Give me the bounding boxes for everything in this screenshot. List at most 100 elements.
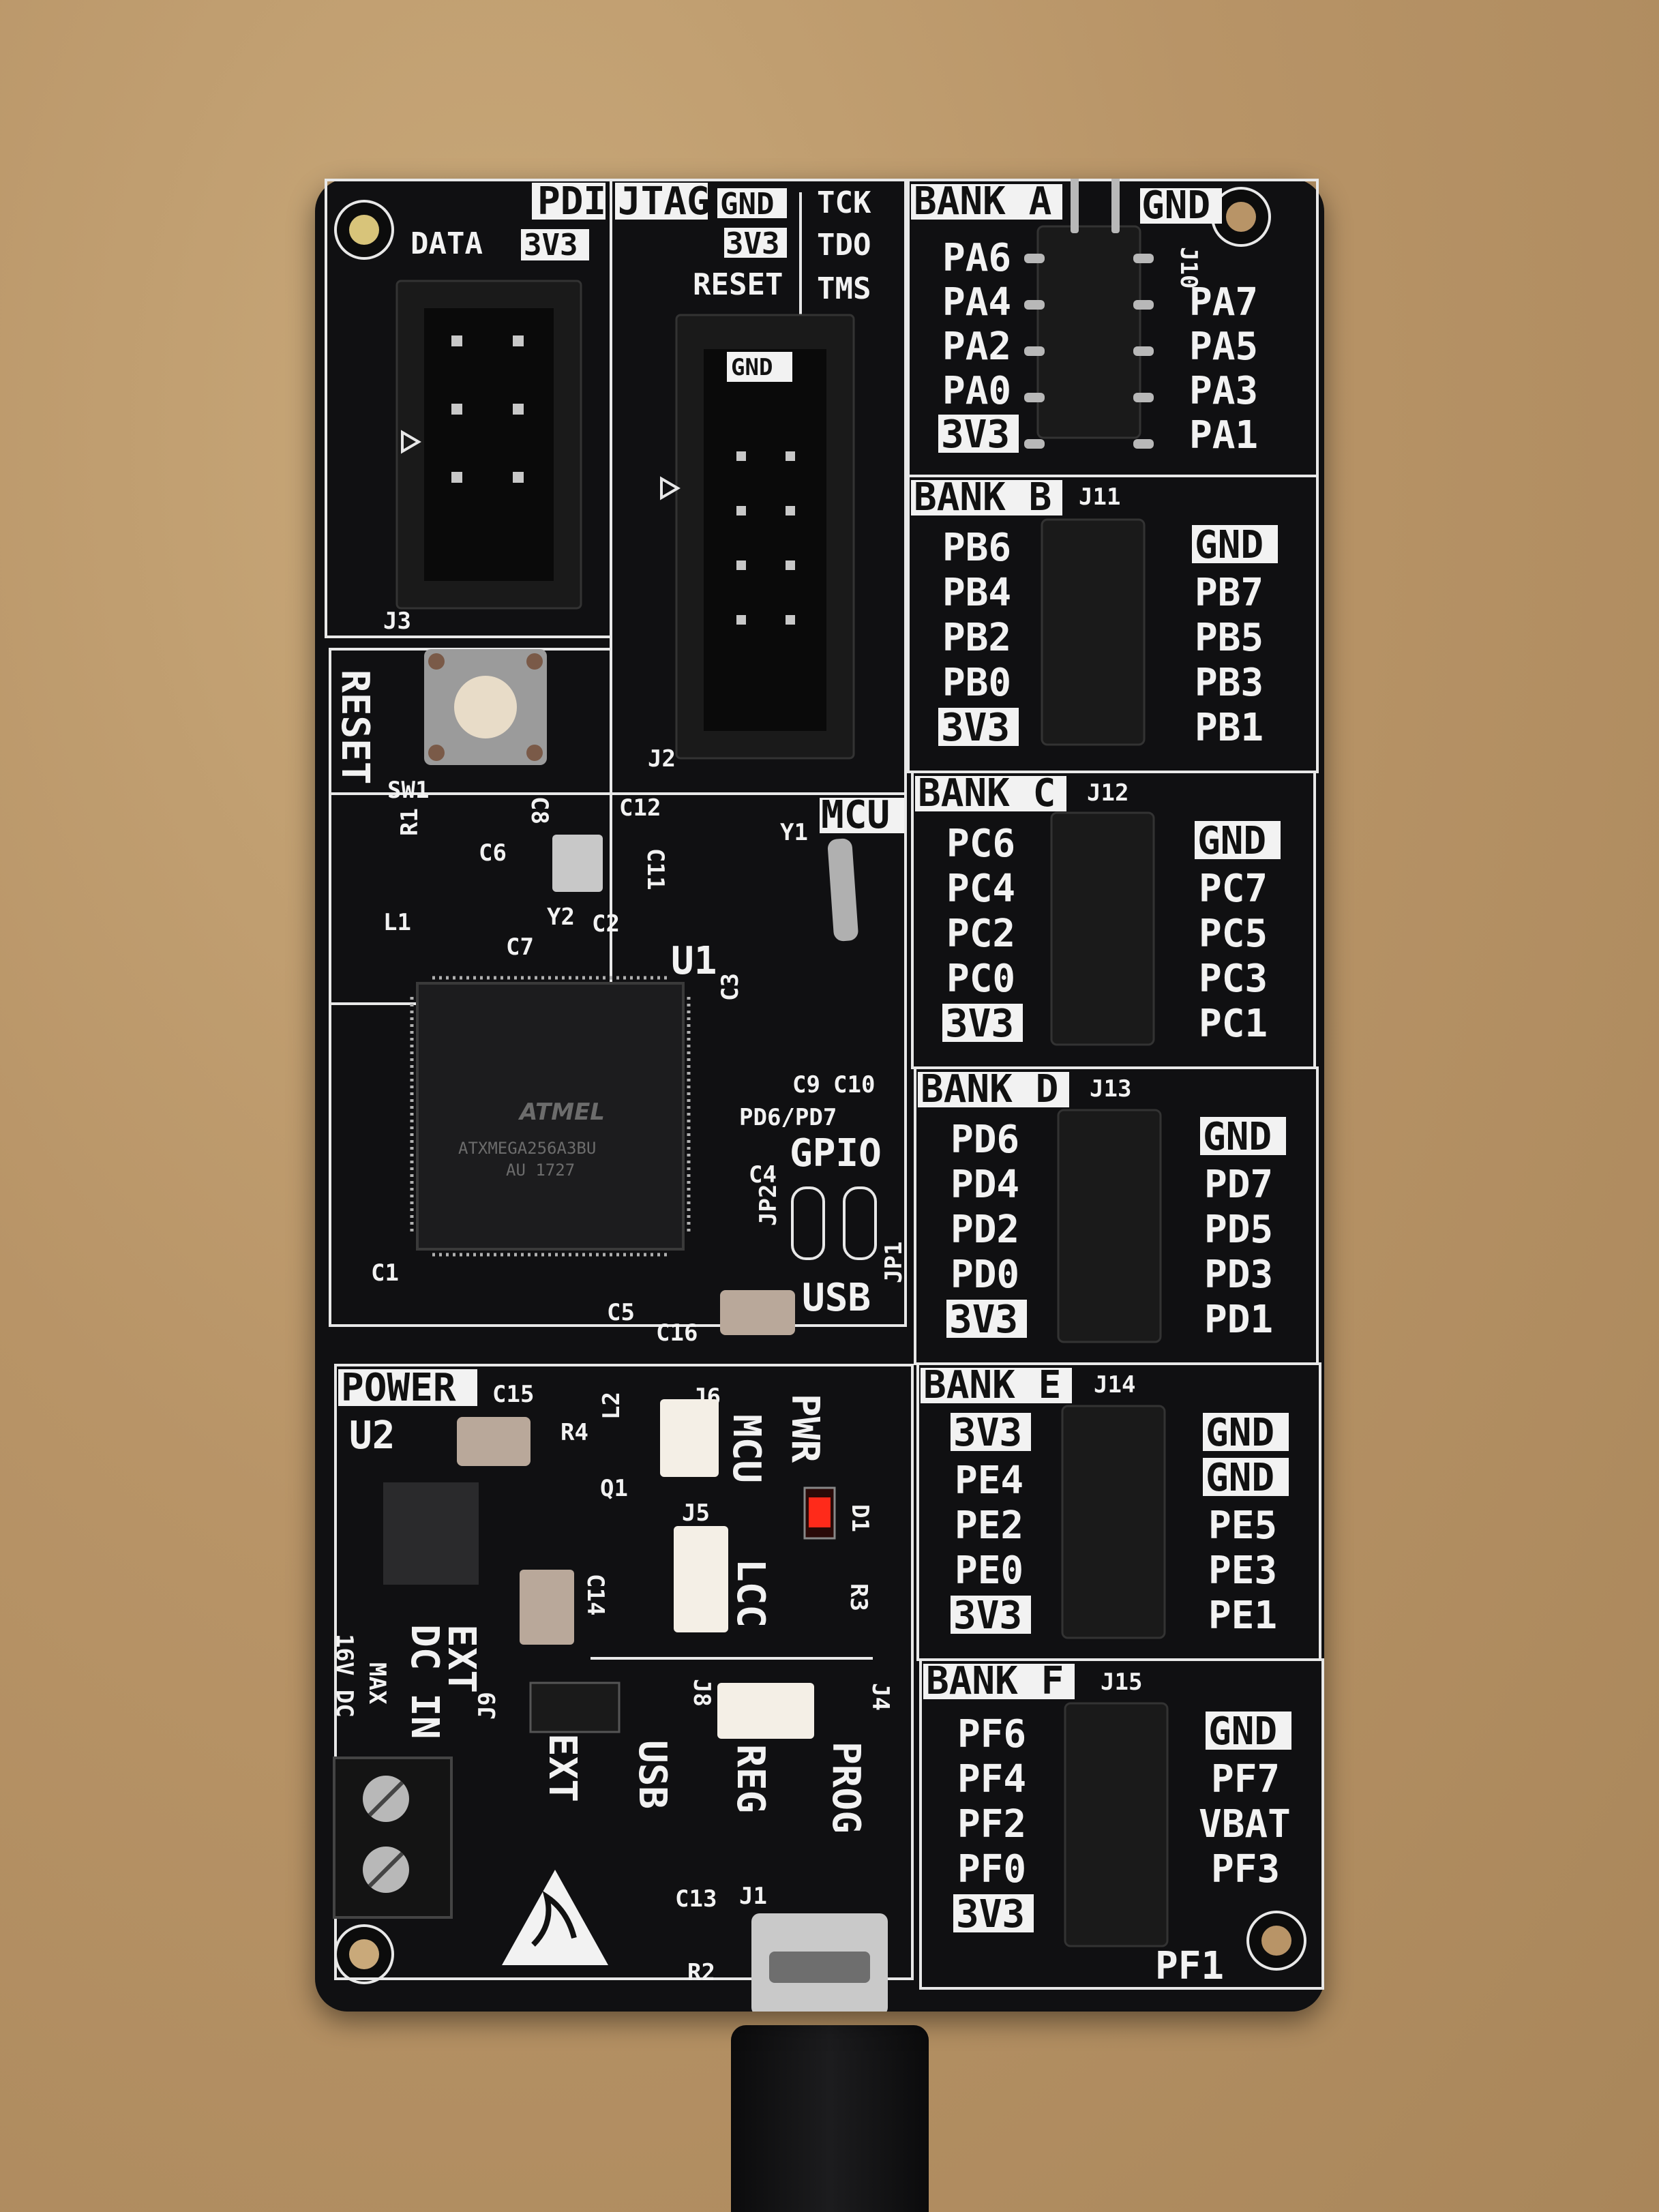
ref-c7: C7 [506,933,534,961]
bank-b-right-3: PB3 [1195,661,1264,705]
microcontroller-chip [416,982,685,1251]
bank-e: BANK E J14 3V3 PE4 PE2 PE0 3V3 GND GND P… [921,1363,1289,1639]
ref-c8: C8 [526,796,553,824]
jtag-reset-label: RESET [693,267,783,302]
bank-a-right-4: PA1 [1189,413,1258,458]
bank-d-right-1: PD7 [1204,1163,1273,1207]
ref-j1: J1 [739,1883,767,1910]
bank-c-right-1: PC7 [1199,867,1268,911]
jtag-tdo-label: TDO [817,228,871,263]
jumper-j8[interactable] [717,1683,814,1739]
ref-y2: Y2 [547,903,575,931]
ref-jp2: JP2 [755,1184,782,1226]
ref-c13: C13 [675,1885,717,1913]
ref-q1: Q1 [600,1475,628,1502]
crystal-y1 [827,838,858,942]
bank-b-title: BANK B [914,475,1051,520]
mcu-title: MCU [821,793,890,837]
ref-c11: C11 [642,848,669,890]
bank-e-left-1: PE4 [955,1459,1023,1503]
ref-j2: J2 [648,745,676,773]
pdi-title: PDI [537,179,606,224]
bank-e-right-0: GND [1206,1411,1274,1455]
bank-d-right-4: PD1 [1204,1298,1273,1342]
bank-c-title: BANK C [918,771,1056,816]
bank-a-right-2: PA5 [1189,325,1258,369]
bank-d-left-4: 3V3 [949,1298,1018,1342]
bank-b-right-0: GND [1195,523,1264,567]
reset-button[interactable] [454,676,517,738]
bank-e-left-2: PE2 [955,1504,1023,1548]
power-led-d1 [809,1497,831,1527]
bank-f-right-3: PF3 [1211,1847,1280,1892]
pdi-section: PDI DATA 3V3 J3 [383,179,606,635]
bank-e-left-4: 3V3 [953,1594,1022,1638]
bank-d-ref: J13 [1090,1075,1131,1103]
bank-b-left-4: 3V3 [941,706,1010,750]
jtag-section: JTAG GND 3V3 RESET TCK TDO TMS GND J2 [615,179,871,773]
ref-c4: C4 [749,1161,777,1189]
ref-j3: J3 [383,608,411,635]
esd-warning-icon [502,1870,608,1965]
chip-part: ATXMEGA256A3BU [458,1139,596,1158]
solder-jumper-jp1[interactable] [843,1186,877,1260]
ref-r1: R1 [396,808,423,836]
power-title: POWER [341,1366,456,1410]
solder-jumper-jp2[interactable] [791,1186,825,1260]
bank-f-left-1: PF4 [957,1757,1026,1802]
crystal-y2 [552,835,603,892]
bank-c-right-4: PC1 [1199,1002,1268,1046]
bank-b: BANK B J11 PB6 PB4 PB2 PB0 3V3 GND PB7 P… [911,475,1278,750]
bank-b-left-3: PB0 [942,661,1011,705]
bank-d-left-0: PD6 [951,1118,1019,1162]
bank-c-left-3: PC0 [946,957,1015,1001]
ref-j9: J9 [474,1692,501,1720]
bank-d-left-3: PD0 [951,1253,1019,1297]
bank-f-left-3: PF0 [957,1847,1026,1892]
jumper-j6[interactable] [660,1399,719,1477]
reg-label: REG [728,1744,773,1813]
bank-f-right-1: PF7 [1211,1757,1280,1802]
bank-a-left-1: PA4 [942,280,1011,325]
pd6pd7-label: PD6/PD7 [739,1104,837,1131]
board-silkscreen: PDI DATA 3V3 J3 JTAG GND 3V3 RESET TCK T… [325,179,1324,2012]
prog-label: PROG [824,1742,868,1834]
bank-c: BANK C J12 PC6 PC4 PC2 PC0 3V3 GND PC7 P… [915,771,1281,1046]
bank-f-left-4: 3V3 [956,1892,1025,1937]
jumper-j5[interactable] [674,1526,728,1632]
ref-c5: C5 [607,1299,635,1326]
bank-c-left-1: PC4 [946,867,1015,911]
bank-d-right-3: PD3 [1204,1253,1273,1297]
bank-d-right-0: GND [1203,1115,1272,1159]
dc-in-label: DC IN [402,1624,447,1739]
ref-l1: L1 [383,909,411,936]
ref-j5: J5 [682,1499,710,1527]
16v-dc-label: 16V DC [331,1634,358,1718]
bank-a: BANK A J10 PA6 PA4 PA2 PA0 3V3 GND PA7 P… [911,179,1258,458]
bank-e-ref: J14 [1094,1371,1135,1399]
bank-c-right-3: PC3 [1199,957,1268,1001]
pwr-label: PWR [783,1394,827,1463]
usb-cable [731,2025,929,2212]
bank-f-left-2: PF2 [957,1802,1026,1847]
bank-f-ref: J15 [1101,1669,1142,1696]
bank-a-title: BANK A [914,179,1051,224]
bank-d: BANK D J13 PD6 PD4 PD2 PD0 3V3 GND PD7 P… [918,1067,1286,1343]
bank-f-right-4: PF1 [1155,1944,1224,1988]
lcc-label: LCC [728,1559,773,1628]
mcu-power-label: MCU [724,1414,768,1483]
bank-a-ref: J10 [1175,247,1202,288]
chip-code: AU 1727 [506,1161,575,1180]
bank-a-left-2: PA2 [942,325,1011,369]
bank-a-left-4: 3V3 [941,413,1010,457]
bank-a-left-3: PA0 [942,369,1011,413]
ext-select-label: EXT [540,1733,584,1802]
ref-j4: J4 [867,1683,894,1711]
bank-a-right-1: PA7 [1189,280,1258,325]
bank-b-right-4: PB1 [1195,706,1264,750]
jumper-j9[interactable] [529,1682,621,1733]
ref-c1: C1 [371,1259,399,1287]
jtag-tck-label: TCK [817,185,871,220]
bank-b-left-2: PB2 [942,616,1011,660]
bank-d-left-1: PD4 [951,1163,1019,1207]
